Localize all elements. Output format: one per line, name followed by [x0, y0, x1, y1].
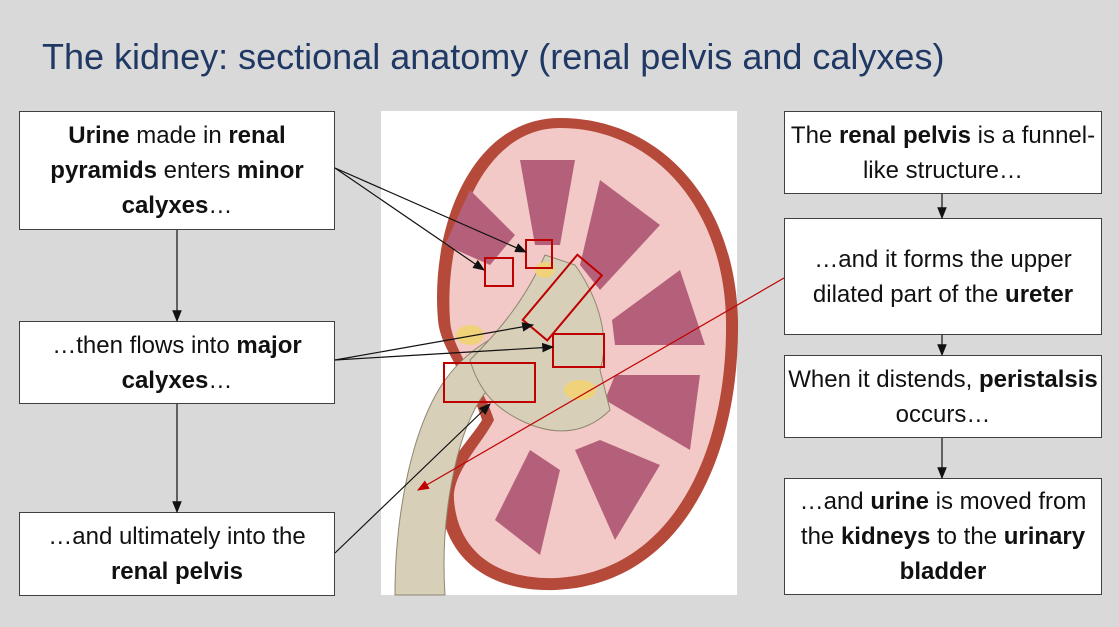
text-run: …and it forms the upper dilated part of … — [812, 245, 1072, 308]
text-run: …then flows into — [52, 331, 237, 359]
bold-term: kidneys — [840, 523, 931, 550]
minor-calyxes-box: Urine made in renal pyramids enters mino… — [19, 111, 335, 230]
major-calyx-highlight — [521, 253, 604, 342]
text-run: is a funnel-like structure… — [862, 121, 1096, 184]
box-text: …and ultimately into the renal pelvis — [20, 519, 334, 589]
bold-term: renal pyramids — [50, 122, 286, 184]
peristalsis-box: When it distends, peristalsis occurs… — [784, 355, 1102, 438]
bold-term: Urine — [68, 122, 130, 149]
renal-pyramid — [575, 440, 660, 540]
renal-sinus-fat — [564, 380, 596, 400]
renal-pyramid — [612, 270, 705, 345]
bold-term: urinary bladder — [899, 523, 1086, 585]
renal-pyramid — [520, 160, 575, 245]
renal-pyramid — [605, 375, 700, 450]
renal-sinus-fat — [535, 262, 555, 278]
renal-pelvis-box: …and ultimately into the renal pelvis — [19, 512, 335, 596]
ureter-box: …and it forms the upper dilated part of … — [784, 218, 1102, 335]
renal-pyramid — [580, 180, 660, 290]
text-run: …and ultimately into the — [48, 523, 306, 550]
funnel-structure-box: The renal pelvis is a funnel-like struct… — [784, 111, 1102, 194]
arrow-major-1 — [334, 322, 535, 361]
renal-pyramid — [445, 190, 515, 265]
bold-term: renal pelvis — [838, 121, 972, 149]
minor-calyx-highlight — [484, 257, 514, 287]
text-run: to the — [930, 523, 1004, 550]
arrow-major-2 — [334, 342, 555, 361]
box-text: …and it forms the upper dilated part of … — [785, 242, 1101, 312]
renal-sinus-fat — [456, 325, 484, 345]
bold-term: ureter — [1005, 280, 1074, 308]
arrow-minor-1 — [334, 167, 528, 253]
text-run: enters — [157, 157, 238, 184]
text-run: made in — [129, 122, 229, 149]
bold-term: minor calyxes — [121, 157, 304, 219]
kidney-section — [394, 118, 739, 596]
bold-term: major calyxes — [121, 331, 302, 394]
text-run: …and — [799, 488, 871, 515]
box-text: …then flows into major calyxes… — [20, 328, 334, 398]
minor-calyx-highlight — [525, 239, 553, 269]
box-text: The renal pelvis is a funnel-like struct… — [785, 118, 1101, 188]
box-text: Urine made in renal pyramids enters mino… — [20, 118, 334, 223]
bold-term: renal pelvis — [110, 558, 244, 585]
text-run: When it distends, — [788, 365, 980, 393]
bold-term: peristalsis — [979, 365, 1098, 393]
renal-pyramid — [495, 450, 560, 555]
connector-arrows — [172, 167, 947, 554]
urinary-bladder-box: …and urine is moved from the kidneys to … — [784, 478, 1102, 595]
text-run: occurs… — [895, 400, 991, 428]
renal-pelvis-highlight — [443, 362, 536, 403]
arrow-minor-2 — [334, 167, 485, 271]
box-text: …and urine is moved from the kidneys to … — [785, 484, 1101, 589]
arrow-pelvis — [334, 403, 491, 554]
arrow-ureter — [416, 277, 785, 491]
text-run: … — [208, 192, 233, 219]
major-calyxes-box: …then flows into major calyxes… — [19, 321, 335, 404]
text-run: is moved from the — [800, 488, 1087, 550]
box-text: When it distends, peristalsis occurs… — [785, 362, 1101, 432]
text-run: The — [790, 121, 839, 149]
text-run: … — [208, 366, 233, 394]
page-title: The kidney: sectional anatomy (renal pel… — [42, 36, 945, 77]
bold-term: urine — [870, 488, 930, 515]
